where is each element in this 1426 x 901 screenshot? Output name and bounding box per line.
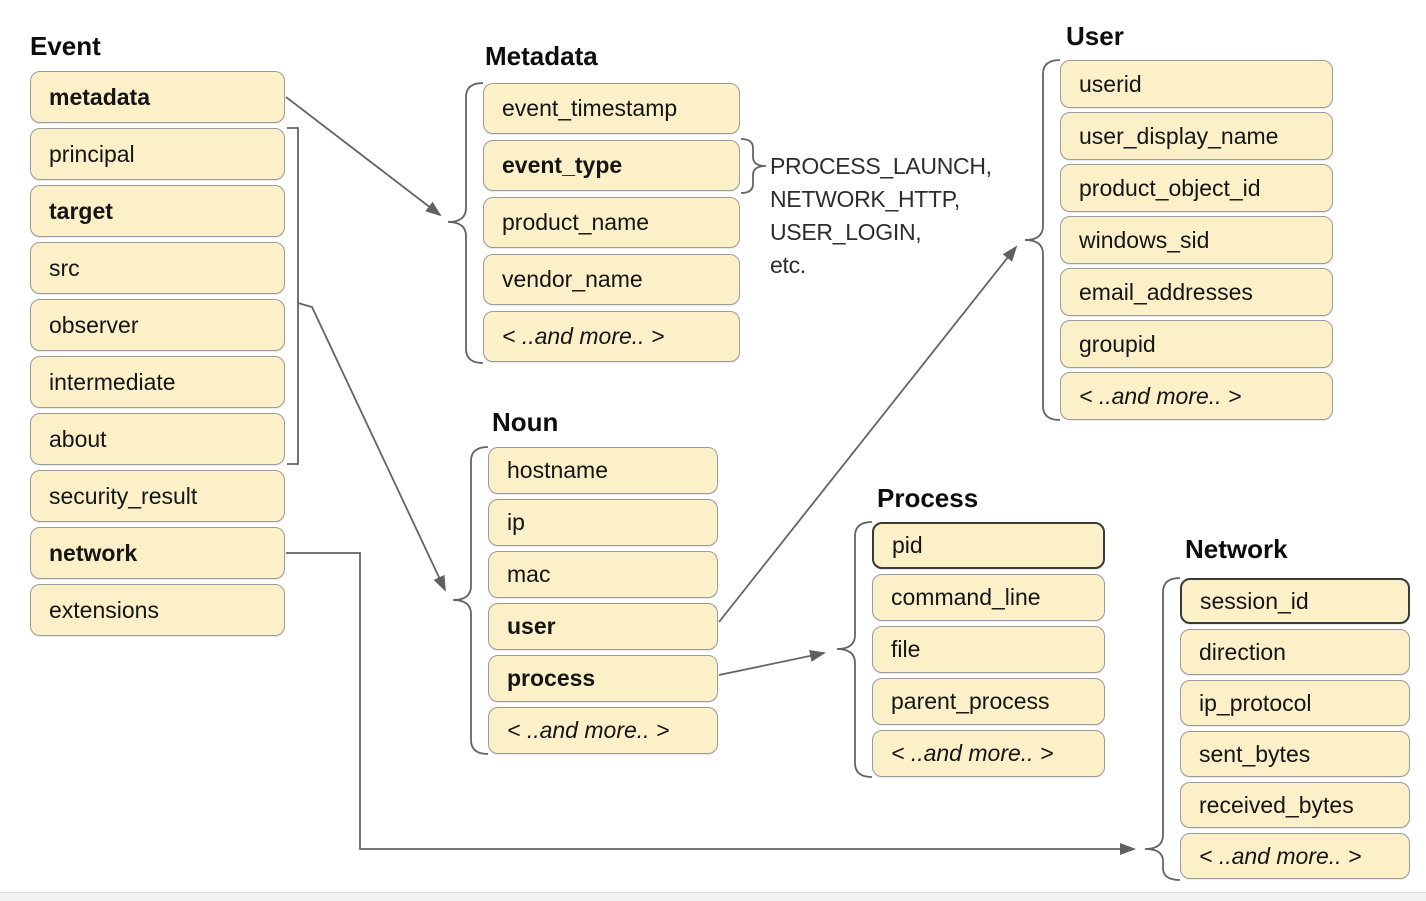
network-group-brace [1144,577,1181,881]
field-box-about: about [30,413,285,465]
page-footer-strip [0,892,1426,901]
field-box-user-display-name: user_display_name [1060,112,1333,160]
field-box-and-more: < ..and more.. > [1180,833,1410,879]
process-group: Process pid command_line file parent_pro… [872,483,1105,782]
event-type-value-network-http: NETWORK_HTTP, [770,186,960,212]
field-box-product-object-id: product_object_id [1060,164,1333,212]
field-box-and-more: < ..and more.. > [872,730,1105,777]
process-group-brace [836,521,873,778]
field-box-pid: pid [872,522,1105,569]
field-box-ip: ip [488,499,718,546]
field-box-event-timestamp: event_timestamp [483,83,740,134]
field-box-vendor-name: vendor_name [483,254,740,305]
noun-group-brace [452,446,489,755]
metadata-group-fields: event_timestamp event_type product_name … [483,83,740,362]
field-box-user: user [488,603,718,650]
arrow-user-field-to-user-group [718,245,1018,623]
field-box-command-line: command_line [872,574,1105,621]
field-box-session-id: session_id [1180,578,1410,624]
user-group-brace [1024,59,1061,421]
metadata-group: Metadata event_timestamp event_type prod… [483,41,740,368]
arrow-metadata-to-metadata-group [285,96,442,217]
field-box-src: src [30,242,285,294]
field-box-userid: userid [1060,60,1333,108]
field-box-received-bytes: received_bytes [1180,782,1410,828]
event-type-value-etc: etc. [770,252,806,278]
field-box-and-more: < ..and more.. > [483,311,740,362]
field-box-product-name: product_name [483,197,740,248]
field-box-observer: observer [30,299,285,351]
field-box-file: file [872,626,1105,673]
field-box-direction: direction [1180,629,1410,675]
arrow-process-field-to-process-group [718,649,826,676]
field-box-target: target [30,185,285,237]
event-type-value-process-launch: PROCESS_LAUNCH, [770,153,992,179]
field-box-sent-bytes: sent_bytes [1180,731,1410,777]
noun-group: Noun hostname ip mac user process < ..an… [488,407,718,759]
field-box-extensions: extensions [30,584,285,636]
field-box-parent-process: parent_process [872,678,1105,725]
noun-group-title: Noun [492,407,559,437]
arrow-network-field-to-network-group [286,552,1136,855]
field-box-event-type: event_type [483,140,740,191]
user-group: User userid user_display_name product_ob… [1060,21,1333,424]
metadata-group-brace [447,82,484,364]
field-box-groupid: groupid [1060,320,1333,368]
field-box-email-addresses: email_addresses [1060,268,1333,316]
event-type-value-user-login: USER_LOGIN, [770,219,922,245]
network-group-title: Network [1185,534,1288,564]
network-group: Network session_id direction ip_protocol… [1180,534,1410,884]
network-group-fields: session_id direction ip_protocol sent_by… [1180,578,1410,879]
field-box-metadata: metadata [30,71,285,123]
event-noun-bracket [287,127,299,465]
event-group-fields: metadata principal target src observer i… [30,71,285,636]
process-group-title: Process [877,483,979,513]
field-box-and-more: < ..and more.. > [1060,372,1333,420]
event-group-title: Event [30,31,101,61]
event-type-values-annotation: PROCESS_LAUNCH, NETWORK_HTTP, USER_LOGIN… [770,150,992,282]
field-box-ip-protocol: ip_protocol [1180,680,1410,726]
field-box-and-more: < ..and more.. > [488,707,718,754]
event-group: Event metadata principal target src obse… [30,31,285,641]
metadata-group-title: Metadata [485,41,598,71]
field-box-hostname: hostname [488,447,718,494]
field-box-mac: mac [488,551,718,598]
field-box-intermediate: intermediate [30,356,285,408]
field-box-network: network [30,527,285,579]
field-box-principal: principal [30,128,285,180]
user-group-fields: userid user_display_name product_object_… [1060,60,1333,420]
field-box-security-result: security_result [30,470,285,522]
user-group-title: User [1066,21,1124,51]
process-group-fields: pid command_line file parent_process < .… [872,522,1105,777]
field-box-windows-sid: windows_sid [1060,216,1333,264]
field-box-process: process [488,655,718,702]
noun-group-fields: hostname ip mac user process < ..and mor… [488,447,718,754]
event-type-values-brace [740,138,767,194]
arrow-event-nouns-to-noun-group [297,302,446,592]
